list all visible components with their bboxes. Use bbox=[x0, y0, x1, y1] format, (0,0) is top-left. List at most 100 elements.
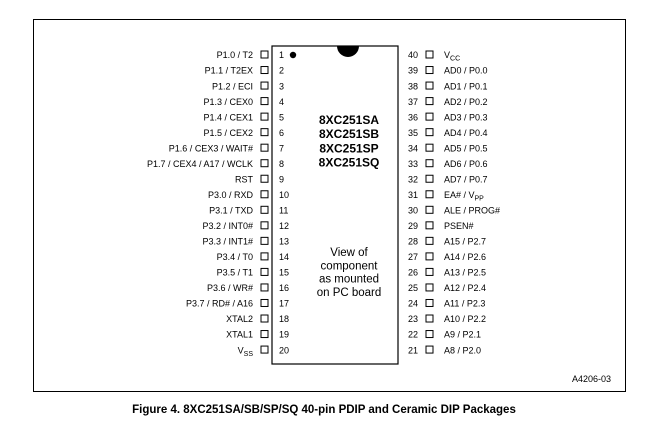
pin-label-29: PSEN# bbox=[444, 221, 474, 231]
chip-notch bbox=[337, 46, 359, 57]
pin-number-21: 21 bbox=[408, 345, 418, 355]
figure-caption: Figure 4. 8XC251SA/SB/SP/SQ 40-pin PDIP … bbox=[132, 404, 516, 416]
pin-pad-34 bbox=[425, 143, 434, 152]
pin-number-37: 37 bbox=[408, 97, 418, 107]
pin-label-37: AD2 / P0.2 bbox=[444, 97, 488, 107]
pin-pad-24 bbox=[425, 298, 434, 307]
pin-label-24: A11 / P2.3 bbox=[444, 299, 485, 309]
part-number: 8XC251SA bbox=[319, 113, 379, 127]
pin-label-40: VCC bbox=[444, 50, 460, 63]
pin-number-10: 10 bbox=[279, 190, 289, 200]
pin-number-27: 27 bbox=[408, 252, 418, 262]
pin-pad-1 bbox=[260, 50, 269, 59]
part-number: 8XC251SQ bbox=[319, 156, 380, 170]
pin-label-26: A13 / P2.5 bbox=[444, 268, 486, 278]
view-note-line: View of bbox=[330, 247, 368, 259]
pin-label-12: P3.2 / INT0# bbox=[202, 221, 253, 231]
pin-number-25: 25 bbox=[408, 283, 418, 293]
pin-pad-33 bbox=[425, 159, 434, 168]
pin-label-5: P1.4 / CEX1 bbox=[203, 112, 253, 122]
pin-pad-2 bbox=[260, 66, 269, 75]
pin-pad-38 bbox=[425, 81, 434, 90]
pin-pad-12 bbox=[260, 221, 269, 230]
pin-number-17: 17 bbox=[279, 299, 289, 309]
pin-label-34: AD5 / P0.5 bbox=[444, 143, 488, 153]
view-note-line: as mounted bbox=[319, 274, 379, 286]
pin-number-36: 36 bbox=[408, 112, 418, 122]
pin-label-23: A10 / P2.2 bbox=[444, 314, 486, 324]
pin-label-17: P3.7 / RD# / A16 bbox=[186, 299, 253, 309]
pin-number-1: 1 bbox=[279, 50, 284, 60]
pin-label-31: EA# / VPP bbox=[444, 190, 484, 203]
pin-pad-6 bbox=[260, 128, 269, 137]
pin-pad-39 bbox=[425, 66, 434, 75]
pin-label-10: P3.0 / RXD bbox=[208, 190, 254, 200]
pin-label-32: AD7 / P0.7 bbox=[444, 174, 488, 184]
pin-label-18: XTAL2 bbox=[226, 314, 253, 324]
pin-label-16: P3.6 / WR# bbox=[207, 283, 253, 293]
pin-number-28: 28 bbox=[408, 237, 418, 247]
pin-number-34: 34 bbox=[408, 143, 418, 153]
pin-pad-26 bbox=[425, 267, 434, 276]
pin-pad-20 bbox=[260, 345, 269, 354]
pin-label-25: A12 / P2.4 bbox=[444, 283, 486, 293]
pin-pad-29 bbox=[425, 221, 434, 230]
pin-number-7: 7 bbox=[279, 143, 284, 153]
pin-label-30: ALE / PROG# bbox=[444, 206, 500, 216]
pin-number-33: 33 bbox=[408, 159, 418, 169]
pin-pad-22 bbox=[425, 330, 434, 339]
pin-number-9: 9 bbox=[279, 174, 284, 184]
pin-pad-7 bbox=[260, 143, 269, 152]
pin-number-16: 16 bbox=[279, 283, 289, 293]
pin-number-24: 24 bbox=[408, 299, 418, 309]
pin-label-2: P1.1 / T2EX bbox=[205, 66, 253, 76]
pin-number-30: 30 bbox=[408, 206, 418, 216]
pin-number-38: 38 bbox=[408, 81, 418, 91]
pin-label-35: AD4 / P0.4 bbox=[444, 128, 488, 138]
pin-label-9: RST bbox=[235, 174, 254, 184]
pin-pad-3 bbox=[260, 81, 269, 90]
pin-label-8: P1.7 / CEX4 / A17 / WCLK bbox=[147, 159, 253, 169]
pin-label-22: A9 / P2.1 bbox=[444, 330, 481, 340]
pin-pad-25 bbox=[425, 283, 434, 292]
figure-frame bbox=[33, 19, 626, 392]
pin-pad-11 bbox=[260, 205, 269, 214]
pin-number-22: 22 bbox=[408, 330, 418, 340]
pin-label-14: P3.4 / T0 bbox=[217, 252, 253, 262]
pin-number-6: 6 bbox=[279, 128, 284, 138]
pin-pad-17 bbox=[260, 298, 269, 307]
pin-number-19: 19 bbox=[279, 330, 289, 340]
pin1-dot bbox=[289, 51, 297, 59]
pin-pad-28 bbox=[425, 236, 434, 245]
pin-number-14: 14 bbox=[279, 252, 289, 262]
pin-number-11: 11 bbox=[279, 206, 288, 216]
pin-number-4: 4 bbox=[279, 97, 284, 107]
figure-reference: A4206-03 bbox=[572, 374, 612, 384]
pin-pad-27 bbox=[425, 252, 434, 261]
pin-label-38: AD1 / P0.1 bbox=[444, 81, 488, 91]
pin-number-12: 12 bbox=[279, 221, 289, 231]
pin-number-39: 39 bbox=[408, 66, 418, 76]
pin-number-20: 20 bbox=[279, 345, 289, 355]
pin-pad-30 bbox=[425, 205, 434, 214]
pin-number-26: 26 bbox=[408, 268, 418, 278]
pin-number-29: 29 bbox=[408, 221, 418, 231]
pin-label-1: P1.0 / T2 bbox=[217, 50, 253, 60]
pin-pad-8 bbox=[260, 159, 269, 168]
view-note-line: on PC board bbox=[317, 287, 382, 299]
pin-label-20: VSS bbox=[238, 345, 254, 358]
pin-pad-10 bbox=[260, 190, 269, 199]
pin-label-27: A14 / P2.6 bbox=[444, 252, 486, 262]
pin-number-15: 15 bbox=[279, 268, 289, 278]
pin-pad-15 bbox=[260, 267, 269, 276]
pin-pad-37 bbox=[425, 97, 434, 106]
pin-label-33: AD6 / P0.6 bbox=[444, 159, 488, 169]
pin-number-40: 40 bbox=[408, 50, 418, 60]
pin-label-6: P1.5 / CEX2 bbox=[203, 128, 253, 138]
pin-pad-23 bbox=[425, 314, 434, 323]
pin-number-32: 32 bbox=[408, 174, 418, 184]
pin-pad-14 bbox=[260, 252, 269, 261]
